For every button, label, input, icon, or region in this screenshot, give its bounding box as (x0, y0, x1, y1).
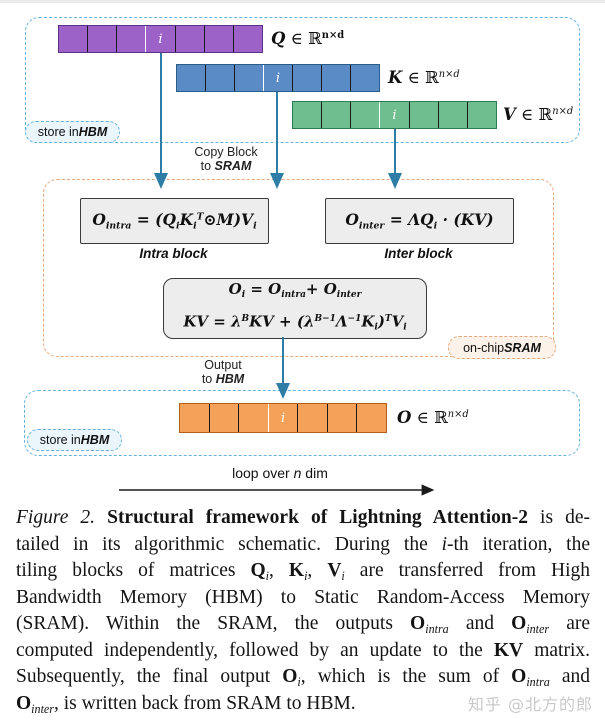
tile-block (466, 102, 496, 128)
tile-block (292, 65, 321, 91)
tile-block (180, 404, 209, 432)
store-in-hbm-badge-top: store in HBM (25, 121, 120, 143)
caption-line-5: (SRAM). Within the SRAM, the outputs Oin… (16, 613, 590, 637)
tile-block-i: i (263, 65, 292, 91)
tile-block (350, 102, 379, 128)
sram-box (43, 179, 554, 357)
store-in-hbm-badge-bottom: store in HBM (27, 429, 122, 451)
matrix-label-q: Q ∈ ℝn×d (271, 29, 345, 48)
tile-block (203, 26, 233, 52)
caption-line-8: Ointer, is written back from SRAM to HBM… (16, 692, 356, 716)
hbm-bottom-box (24, 390, 580, 456)
tile-block (238, 404, 268, 432)
caption-line-2: tailed in its algorithmic schematic. Dur… (16, 533, 590, 555)
update-formula-box: Oi = Ointra+ Ointer KV = λBKV + (λB−1Λ−1… (163, 278, 427, 339)
update-formula-line1: Oi = Ointra+ Ointer (228, 280, 362, 301)
matrix-label-k: K ∈ ℝn×d (388, 68, 460, 87)
inter-block-label: Inter block (384, 246, 453, 261)
matrix-row-k: i (176, 64, 380, 92)
caption-line-4: Bandwidth Memory (HBM) to Static Random-… (16, 586, 590, 608)
tile-block (116, 26, 145, 52)
figure-caption: Figure 2. Structural framework of Lightn… (16, 505, 590, 717)
tile-block (350, 65, 379, 91)
caption-line-3: tiling blocks of matrices Qi, Ki, Vi are… (16, 560, 591, 584)
tile-block (59, 26, 87, 52)
matrix-row-o: i (179, 403, 387, 433)
tile-block (297, 404, 327, 432)
caption-line-7: Subsequently, the final output Oi, which… (16, 666, 591, 690)
matrix-label-v: V ∈ ℝn×d (503, 105, 574, 124)
tile-block (356, 404, 386, 432)
copy-block-label: Copy Block to SRAM (180, 145, 272, 173)
tile-block (205, 65, 234, 91)
watermark: 知乎 @北方的郎 (467, 695, 593, 714)
tile-block (234, 65, 263, 91)
tile-block-i: i (267, 404, 298, 432)
inter-formula-box: Ointer = ΛQi · (KV) (325, 198, 514, 244)
caption-line-6: computed independently, followed by an u… (16, 639, 590, 661)
intra-formula: Ointra = (QiKiT⊙M)Vi (92, 210, 257, 232)
tile-block (174, 26, 204, 52)
hbm-top-box (25, 17, 580, 143)
top-edge-artifact (0, 0, 605, 3)
tile-block (87, 26, 116, 52)
intra-block-label: Intra block (139, 246, 208, 261)
tile-block (437, 102, 467, 128)
loop-over-n-dim-label: loop over n dim (232, 465, 328, 481)
tile-block (408, 102, 438, 128)
inter-formula: Ointer = ΛQi · (KV) (345, 210, 494, 232)
tile-block (208, 404, 239, 432)
tile-block-i: i (145, 26, 174, 52)
copy-block-label-line1: Copy Block (194, 145, 258, 159)
on-chip-sram-badge: on-chip SRAM (448, 336, 556, 359)
tile-block (326, 404, 357, 432)
tile-block (232, 26, 262, 52)
tile-block (293, 102, 321, 128)
output-label-line1: Output (204, 358, 242, 372)
tile-block (177, 65, 205, 91)
copy-block-label-line2: to SRAM (200, 159, 252, 173)
tile-block (321, 65, 350, 91)
intra-formula-box: Ointra = (QiKiT⊙M)Vi (80, 198, 269, 244)
output-label-line2: to HBM (201, 372, 245, 386)
tile-block (321, 102, 350, 128)
matrix-row-v: i (292, 101, 497, 129)
matrix-row-q: i (58, 25, 263, 53)
update-formula-line2: KV = λBKV + (λB−1Λ−1Ki)TVi (183, 312, 407, 333)
tile-block-i: i (379, 102, 408, 128)
matrix-label-o: O ∈ ℝn×d (397, 408, 469, 427)
output-label: Output to HBM (178, 358, 268, 386)
caption-line-1: Figure 2. Structural framework of Lightn… (16, 507, 590, 528)
